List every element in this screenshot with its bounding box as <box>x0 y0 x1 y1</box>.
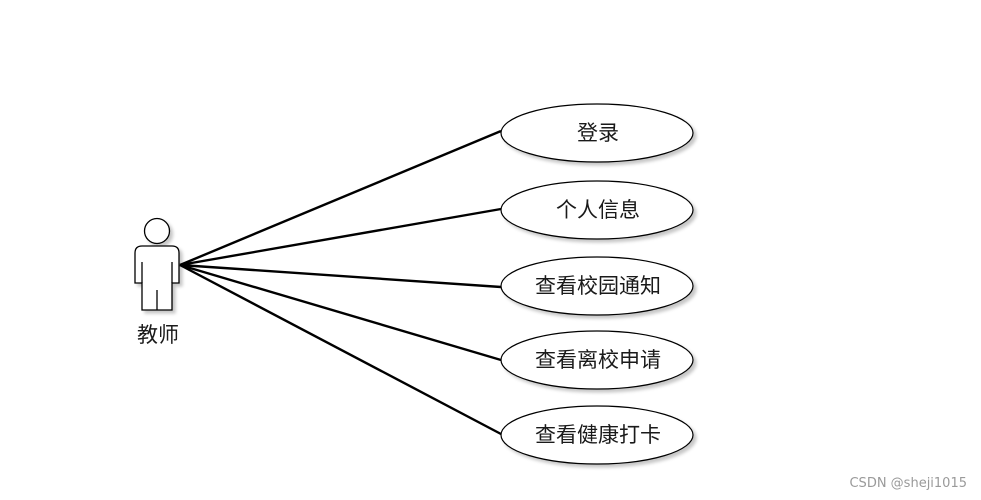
use-case-ellipse <box>500 405 694 465</box>
association-line-login <box>179 129 502 267</box>
actor-body <box>134 245 180 311</box>
use-case-profile: 个人信息 <box>500 180 694 240</box>
use-case-label: 登录 <box>577 121 619 145</box>
association-lines <box>179 129 502 436</box>
use-case-campus-notice: 查看校园通知 <box>500 256 694 316</box>
use-case-health-checkin: 查看健康打卡 <box>500 405 694 465</box>
use-case-ellipse <box>500 180 694 240</box>
use-case-login: 登录 <box>500 103 694 163</box>
use-case-label: 个人信息 <box>556 198 640 222</box>
watermark: CSDN @sheji1015 <box>849 476 967 491</box>
association-line-leave <box>179 263 502 362</box>
association-line-notice <box>179 263 502 289</box>
actor-label: 教师 <box>137 323 179 347</box>
use-case-ellipse <box>500 256 694 316</box>
actor-head <box>143 217 171 245</box>
association-line-health <box>179 263 502 436</box>
use-case-label: 查看离校申请 <box>535 348 661 372</box>
association-line-profile <box>179 207 502 267</box>
use-case-ellipse <box>500 330 694 390</box>
use-case-ellipse <box>500 103 694 163</box>
actor-teacher <box>134 217 180 311</box>
use-case-leave-application: 查看离校申请 <box>500 330 694 390</box>
use-case-label: 查看校园通知 <box>535 274 661 298</box>
use-case-label: 查看健康打卡 <box>535 423 661 447</box>
person-icon <box>134 217 180 311</box>
